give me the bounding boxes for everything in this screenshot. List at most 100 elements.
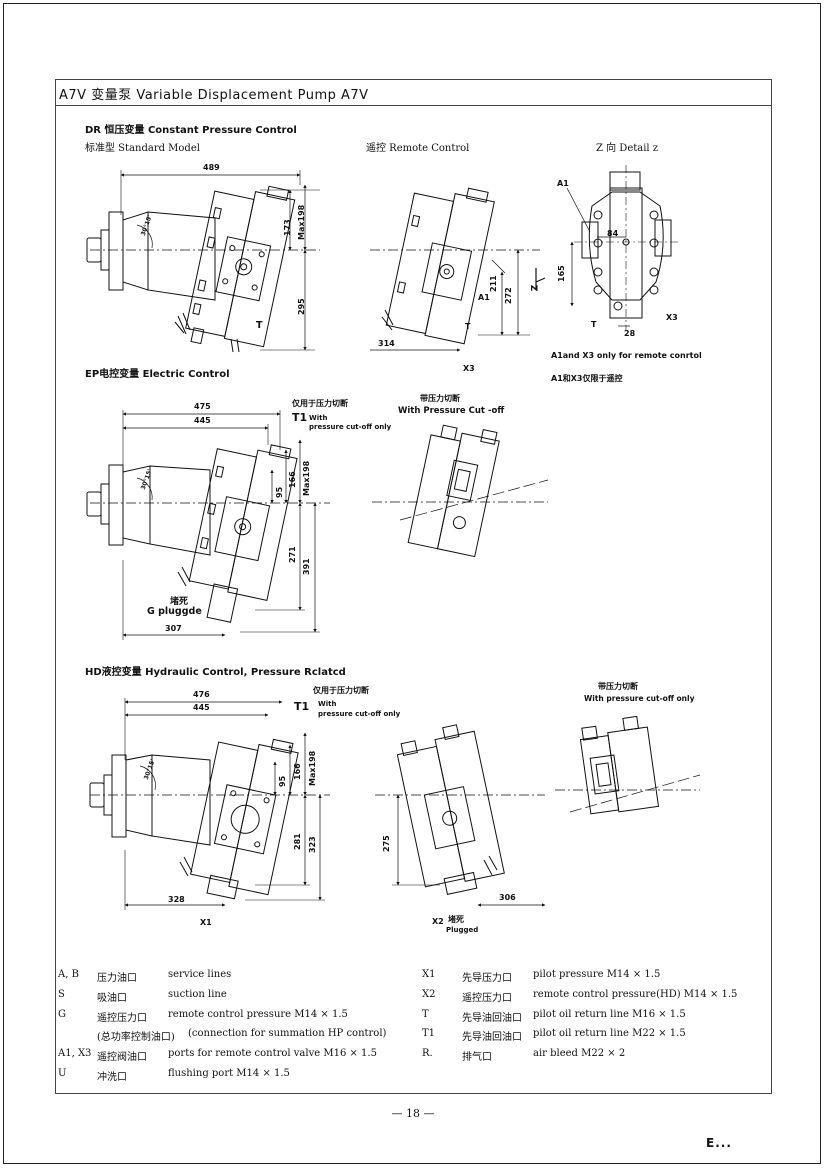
detail-x3: X3 — [666, 313, 678, 322]
dr-remote-z: Z — [530, 284, 541, 292]
dim-173: 173 — [283, 219, 292, 236]
legend-en: air bleed M22 × 2 — [533, 1048, 626, 1059]
dr-detail-z-drawing — [566, 165, 680, 330]
legend-cn: 遥控压力口 — [97, 1013, 147, 1024]
dr-remote-x3: X3 — [463, 364, 475, 373]
page-border — [3, 3, 821, 1164]
dr-note-en: A1and X3 only for remote conrtol — [551, 351, 702, 360]
hd-cutoff-cn: 仅用于压力切断 — [313, 686, 369, 695]
dim-272: 272 — [504, 287, 513, 304]
ep-plugged-en: G pluggde — [147, 606, 202, 617]
hd-plugged-cn: 堵死 — [448, 915, 464, 924]
dim-211: 211 — [489, 275, 498, 292]
dim-295: 295 — [297, 298, 306, 315]
legend-en: suction line — [168, 989, 227, 1000]
hd-with-cutoff-en: With pressure cut-off only — [584, 694, 695, 703]
legend-en: remote control pressure M14 × 1.5 — [168, 1009, 348, 1020]
ep-drawing — [86, 410, 330, 640]
legend-en: ports for remote control valve M16 × 1.5 — [168, 1048, 377, 1059]
hd-side-drawing — [375, 724, 546, 907]
hd-plugged-en: Plugged — [446, 926, 479, 934]
ep-plugged-cn: 堵死 — [170, 597, 189, 607]
ep-cutoff-cn: 仅用于压力切断 — [292, 399, 348, 408]
dim-323: 323 — [308, 836, 317, 853]
dim-95-hd: 95 — [278, 775, 287, 787]
hd-cutoff-drawing — [555, 715, 701, 815]
dim-max198-dr: Max198 — [297, 204, 306, 240]
legend-code: A, B — [58, 969, 79, 980]
legend-en: pilot oil return line M16 × 1.5 — [533, 1009, 686, 1020]
dim-314: 314 — [378, 339, 395, 348]
ep-t1: T1 — [292, 411, 308, 424]
corner-mark: E... — [706, 1136, 732, 1150]
legend-code: X1 — [422, 969, 436, 980]
dim-166-ep: 166 — [288, 471, 297, 488]
dim-328: 328 — [168, 895, 185, 904]
dr-detail-label: Z 向 Detail z — [596, 143, 659, 154]
legend-code: T — [422, 1009, 429, 1020]
dr-port-t: T — [256, 320, 263, 331]
legend-code: U — [58, 1068, 67, 1079]
dim-307: 307 — [165, 624, 182, 633]
dr-standard-drawing — [86, 170, 320, 353]
legend-code: G — [58, 1009, 66, 1020]
legend-cn: 遥控压力口 — [462, 993, 512, 1004]
legend-cn: 排气口 — [462, 1052, 492, 1063]
dim-84: 84 — [607, 229, 619, 238]
legend-en: flushing port M14 × 1.5 — [168, 1068, 290, 1079]
dim-166-hd: 166 — [293, 763, 302, 780]
dim-275: 275 — [382, 835, 391, 852]
legend-code: X2 — [422, 989, 436, 1000]
ep-cutoff-en-1: With — [309, 414, 328, 422]
dr-note-cn: A1和X3仅限于遥控 — [551, 374, 623, 383]
hd-with-cutoff-cn: 带压力切断 — [598, 682, 638, 691]
detail-t: T — [591, 320, 597, 329]
dim-28: 28 — [624, 329, 636, 338]
dim-489: 489 — [203, 163, 220, 172]
legend-cn: 压力油口 — [97, 973, 137, 984]
title-bar: A7V 变量泵 Variable Displacement Pump A7V — [56, 80, 771, 106]
legend-cn: 先导压力口 — [462, 973, 512, 984]
legend-cn: 先导油回油口 — [462, 1032, 522, 1043]
dr-remote-drawing — [370, 187, 546, 352]
hd-cutoff-en-2: pressure cut-off only — [318, 710, 401, 718]
legend-cn: (总功率控制油口) — [97, 1032, 175, 1043]
content-frame: A7V 变量泵 Variable Displacement Pump A7V — [55, 79, 772, 1094]
dim-306: 306 — [499, 893, 516, 902]
detail-a1: A1 — [557, 179, 569, 188]
ep-with-cutoff-cn: 带压力切断 — [420, 394, 460, 403]
dr-heading: DR 恒压变量 Constant Pressure Control — [85, 125, 297, 136]
legend-code: A1, X3 — [58, 1048, 92, 1059]
dim-max198-ep: Max198 — [302, 460, 311, 496]
hd-x1: X1 — [200, 918, 212, 927]
dr-remote-t: T — [465, 322, 471, 331]
dr-remote-a1: A1 — [478, 293, 490, 302]
dim-445-ep: 445 — [194, 416, 211, 425]
legend-code: T1 — [422, 1028, 436, 1039]
legend-cn: 冲洗口 — [97, 1072, 127, 1083]
page-number: — 18 — — [391, 1107, 435, 1120]
dr-remote-label: 遥控 Remote Control — [366, 143, 470, 154]
ep-cutoff-drawing — [372, 424, 549, 558]
legend-en: pilot oil return line M22 × 1.5 — [533, 1028, 686, 1039]
legend-en: service lines — [168, 969, 232, 980]
legend-code: R. — [422, 1048, 433, 1059]
dim-281: 281 — [293, 833, 302, 850]
page-title: A7V 变量泵 Variable Displacement Pump A7V — [59, 88, 369, 103]
legend-cn: 遥控阀油口 — [97, 1052, 147, 1063]
legend-en: (connection for summation HP control) — [188, 1028, 387, 1039]
dim-445-hd: 445 — [193, 703, 210, 712]
hd-t1: T1 — [294, 700, 310, 713]
dim-475: 475 — [194, 402, 211, 411]
dr-standard-label: 标准型 Standard Model — [85, 143, 200, 154]
dim-165: 165 — [557, 265, 566, 282]
dim-476: 476 — [193, 690, 210, 699]
dim-max198-hd: Max198 — [308, 750, 317, 786]
legend-en: pilot pressure M14 × 1.5 — [533, 969, 661, 980]
hd-x2: X2 — [432, 917, 444, 926]
legend-en: remote control pressure(HD) M14 × 1.5 — [533, 989, 738, 1000]
ep-cutoff-en-2: pressure cut-off only — [309, 423, 392, 431]
legend-cn: 吸油口 — [97, 993, 127, 1004]
dim-391: 391 — [302, 558, 311, 575]
